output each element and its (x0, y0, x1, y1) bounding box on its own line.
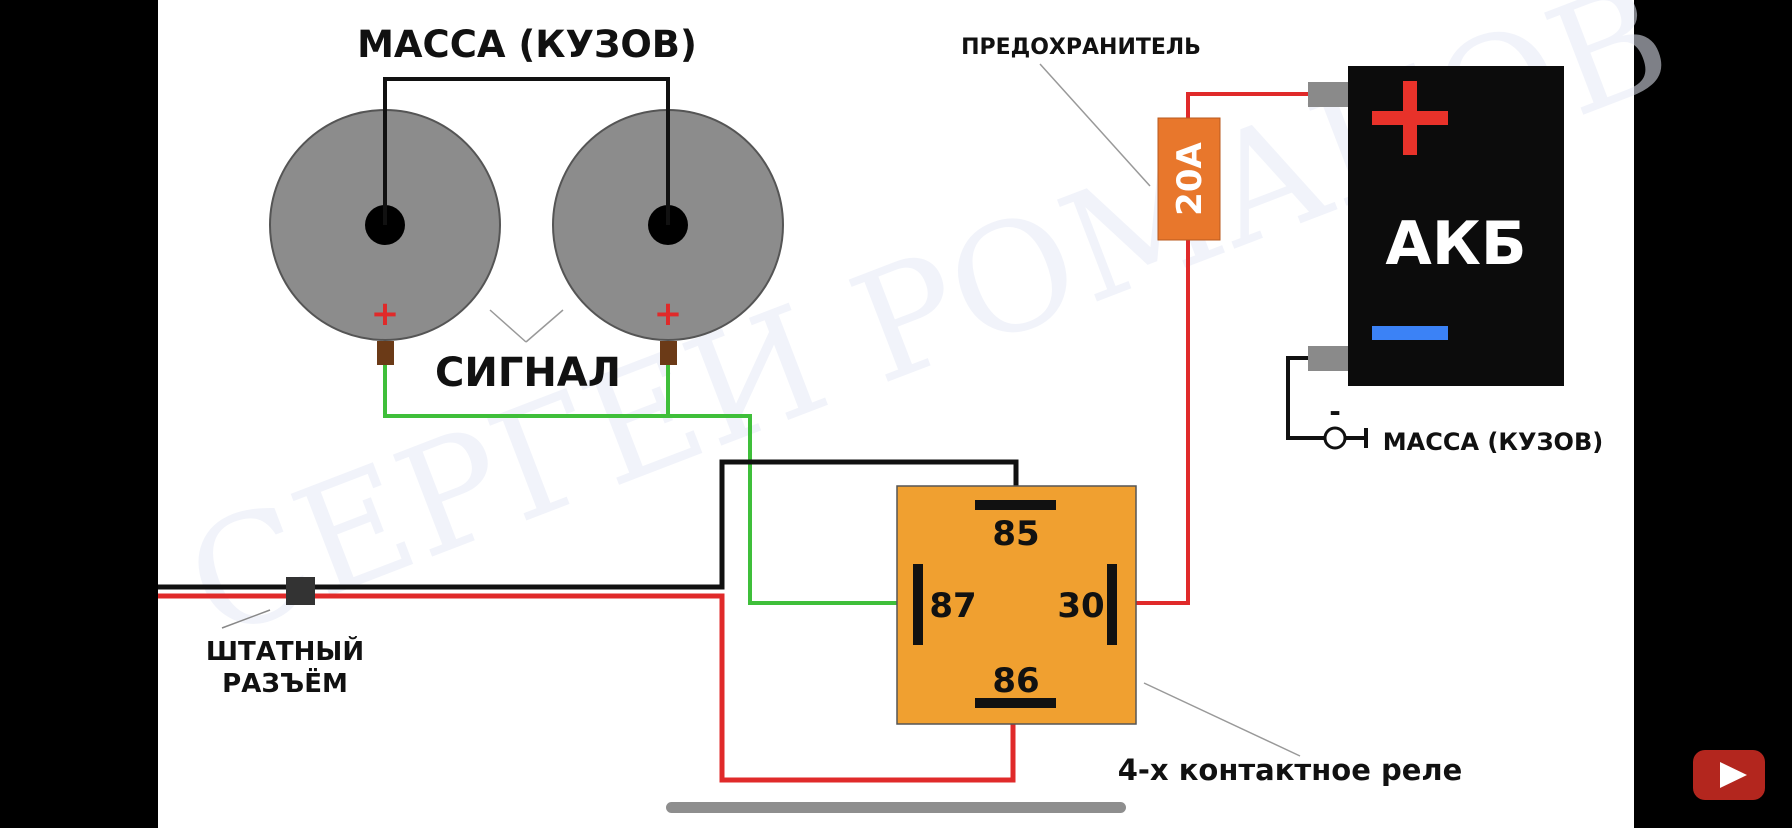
mass-right-label: МАССА (КУЗОВ) (1383, 428, 1603, 456)
relay-pin-30-bar (1107, 564, 1117, 645)
battery-plus-post (1308, 82, 1348, 107)
relay-pin-30-label: 30 (1057, 586, 1104, 626)
relay-caption: 4-х контактное реле (1118, 753, 1463, 787)
wire-horn-ground (383, 77, 670, 225)
relay: 85 86 87 30 (896, 485, 1137, 725)
relay-pin-86-bar (975, 698, 1056, 708)
fuse-pointer (1039, 63, 1151, 187)
relay-pin-85-label: 85 (992, 514, 1039, 554)
battery-minus-post (1308, 346, 1348, 371)
wire-battery-ground (1286, 356, 1326, 440)
battery-label: АКБ (1385, 209, 1526, 279)
connector-label-line2: РАЗЪЁМ (222, 667, 348, 699)
battery-minus-symbol (1372, 326, 1448, 340)
horn-right-polarity: + (654, 294, 683, 334)
relay-pointer (1143, 682, 1301, 757)
wire-control-85 (158, 459, 1019, 590)
fuse-rating: 20А (1170, 142, 1210, 216)
horn-right-plus-terminal (660, 341, 677, 365)
wire-horn-signal (383, 365, 915, 605)
horn-left-plus-terminal (377, 341, 394, 365)
relay-pin-87-label: 87 (929, 586, 976, 626)
signal-pointer (489, 309, 527, 343)
youtube-play-button[interactable] (1693, 750, 1765, 800)
signal-label: СИГНАЛ (435, 350, 621, 396)
connector-pointer (221, 609, 271, 629)
signal-pointer-2 (525, 309, 564, 343)
play-icon[interactable] (1720, 762, 1747, 788)
connector-block (286, 577, 315, 605)
connector-label-line1: ШТАТНЫЙ (206, 635, 364, 667)
wire-control-86 (158, 593, 1016, 783)
ground-minus-sign: - (1329, 395, 1341, 428)
battery-plus-v (1403, 81, 1417, 155)
horn-left-polarity: + (371, 294, 400, 334)
mass-top-label: МАССА (КУЗОВ) (357, 23, 697, 66)
relay-pin-86-label: 86 (992, 661, 1039, 701)
fuse: 20А (1157, 117, 1221, 241)
fuse-label: ПРЕДОХРАНИТЕЛЬ (961, 35, 1201, 60)
scrub-bar[interactable] (666, 802, 1126, 813)
relay-pin-85-bar (975, 500, 1056, 510)
ground-terminal-ring (1323, 426, 1347, 450)
relay-pin-87-bar (913, 564, 923, 645)
battery: АКБ (1308, 66, 1564, 386)
